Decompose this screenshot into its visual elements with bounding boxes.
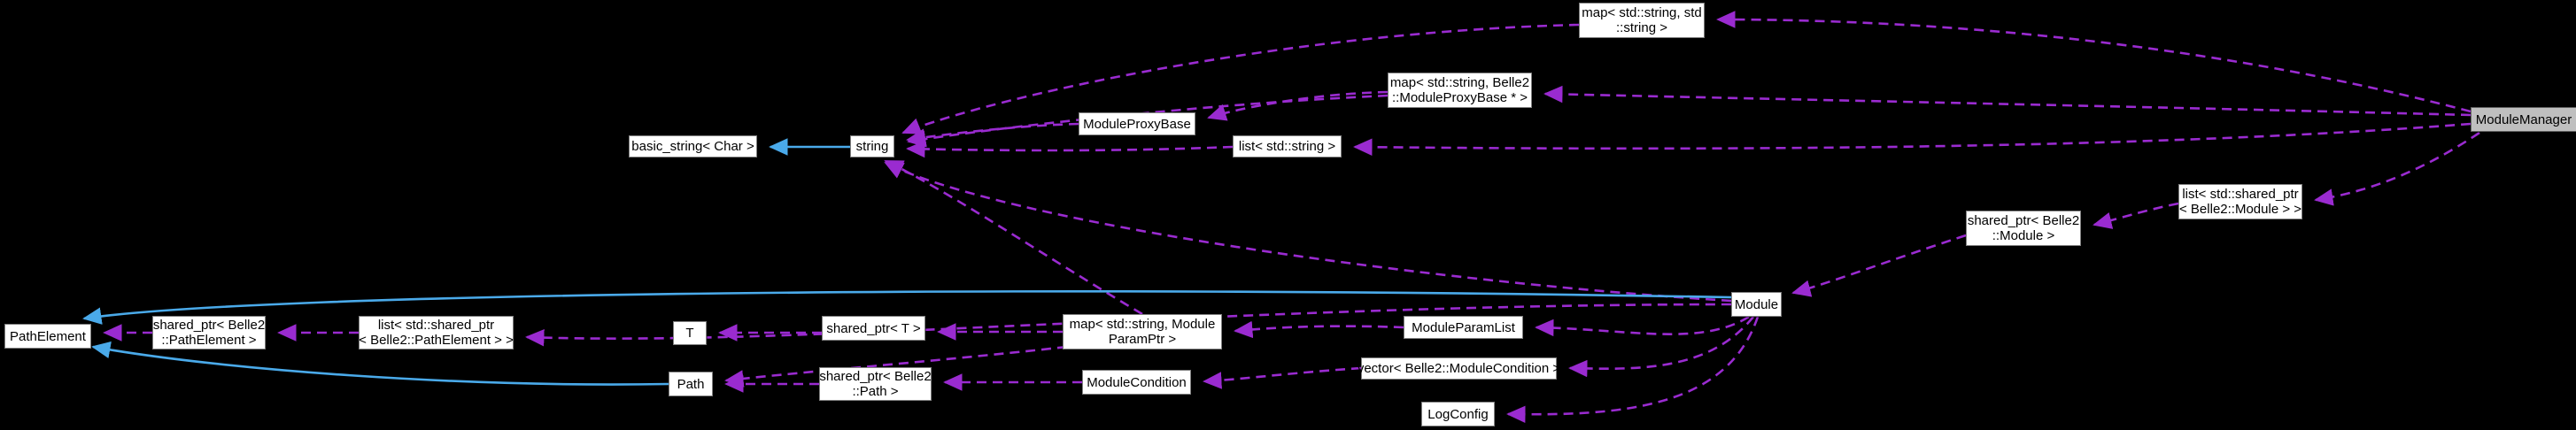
edge-modulemanager-to-list-string [1353, 122, 2472, 156]
edge-module-inherits-path-element [82, 290, 1732, 325]
edge-map-moduleparamptr-to-string [884, 159, 1143, 316]
node-list-sharedptr-pathelement[interactable]: list< std::shared_ptr < Belle2::PathElem… [359, 316, 514, 349]
edge-modulemanager-to-map-string-string [1716, 11, 2472, 113]
node-log-config[interactable]: LogConfig [1421, 402, 1495, 426]
edge-moduleparamlist-to-map-moduleparamptr [1234, 320, 1404, 339]
node-label-t: T [685, 326, 694, 341]
node-label-log-config: LogConfig [1427, 406, 1489, 422]
node-label-map-string-string: map< std::string, std ::string > [1582, 5, 1702, 35]
node-string[interactable]: string [850, 135, 894, 157]
node-module-param-list[interactable]: ModuleParamList [1404, 316, 1523, 339]
node-sharedptr-pathelement[interactable]: shared_ptr< Belle2 ::PathElement > [152, 316, 266, 349]
node-label-sharedptr-module: shared_ptr< Belle2 ::Module > [1967, 213, 2080, 243]
node-label-path: Path [677, 376, 705, 392]
node-t[interactable]: T [673, 321, 707, 345]
node-map-string-moduleparamptr[interactable]: map< std::string, Module ParamPtr > [1063, 314, 1222, 349]
edge-path-inherits-path-element [91, 341, 669, 386]
node-label-vector-modulecondition: vector< Belle2::ModuleCondition > [1357, 361, 1561, 376]
node-label-module-proxy-base: ModuleProxyBase [1083, 116, 1191, 132]
node-label-list-sharedptr-pathelement: list< std::shared_ptr < Belle2::PathElem… [359, 318, 514, 348]
node-sharedptr-path[interactable]: shared_ptr< Belle2 ::Path > [819, 367, 932, 401]
node-label-module-condition: ModuleCondition [1087, 374, 1187, 390]
node-module-condition[interactable]: ModuleCondition [1082, 370, 1191, 395]
node-path[interactable]: Path [669, 372, 713, 396]
edge-moduleproxybase-to-string [906, 122, 1079, 146]
edge-modulemanager-to-map-moduleproxybaseptr [1543, 85, 2472, 117]
node-vector-modulecondition[interactable]: vector< Belle2::ModuleCondition > [1357, 357, 1561, 380]
node-label-map-string-moduleparamptr: map< std::string, Module ParamPtr > [1069, 317, 1216, 347]
edge-module-to-string [884, 161, 1732, 303]
node-module[interactable]: Module [1731, 292, 1782, 317]
node-label-sharedptr-pathelement: shared_ptr< Belle2 ::PathElement > [152, 318, 266, 348]
node-module-proxy-base[interactable]: ModuleProxyBase [1079, 112, 1195, 135]
edge-map-moduleproxybaseptr-to-moduleproxybase [1207, 90, 1389, 121]
edge-modulemanager-to-list-sharedptr-module [2314, 131, 2480, 206]
edge-module-to-moduleparamlist [1535, 315, 1750, 337]
node-map-string-string[interactable]: map< std::string, std ::string > [1579, 3, 1705, 38]
edge-sharedptr-module-to-module [1791, 234, 1967, 297]
node-label-sharedptr-path: shared_ptr< Belle2 ::Path > [819, 369, 932, 399]
edge-vector-modulecondition-to-modulecondition [1203, 366, 1362, 389]
node-list-sharedptr-module[interactable]: list< std::shared_ptr < Belle2::Module >… [2178, 184, 2302, 219]
node-basic-string-char[interactable]: basic_string< Char > [629, 135, 757, 157]
node-label-string: string [855, 139, 889, 154]
node-label-path-element: PathElement [10, 328, 86, 344]
node-sharedptr-t[interactable]: shared_ptr< T > [822, 316, 925, 341]
node-label-sharedptr-t: shared_ptr< T > [826, 320, 921, 336]
node-label-module: Module [1734, 296, 1779, 312]
node-map-string-moduleproxybaseptr[interactable]: map< std::string, Belle2 ::ModuleProxyBa… [1388, 73, 1532, 108]
edge-list-sharedptr-module-to-sharedptr-module [2093, 202, 2179, 229]
node-label-list-string: list< std::string > [1238, 139, 1336, 154]
edge-list-string-to-string [906, 140, 1234, 158]
node-label-list-sharedptr-module: list< std::shared_ptr < Belle2::Module >… [2179, 187, 2302, 217]
edge-module-to-vector-modulecondition [1568, 316, 1755, 378]
node-label-basic-string-char: basic_string< Char > [631, 139, 754, 154]
node-path-element[interactable]: PathElement [4, 324, 91, 349]
node-module-manager[interactable]: ModuleManager [2471, 107, 2576, 132]
node-sharedptr-module[interactable]: shared_ptr< Belle2 ::Module > [1966, 211, 2081, 246]
node-list-string[interactable]: list< std::string > [1233, 135, 1342, 157]
node-label-map-string-moduleproxybaseptr: map< std::string, Belle2 ::ModuleProxyBa… [1389, 75, 1530, 105]
node-label-module-param-list: ModuleParamList [1412, 319, 1515, 335]
node-label-module-manager: ModuleManager [2475, 111, 2572, 127]
